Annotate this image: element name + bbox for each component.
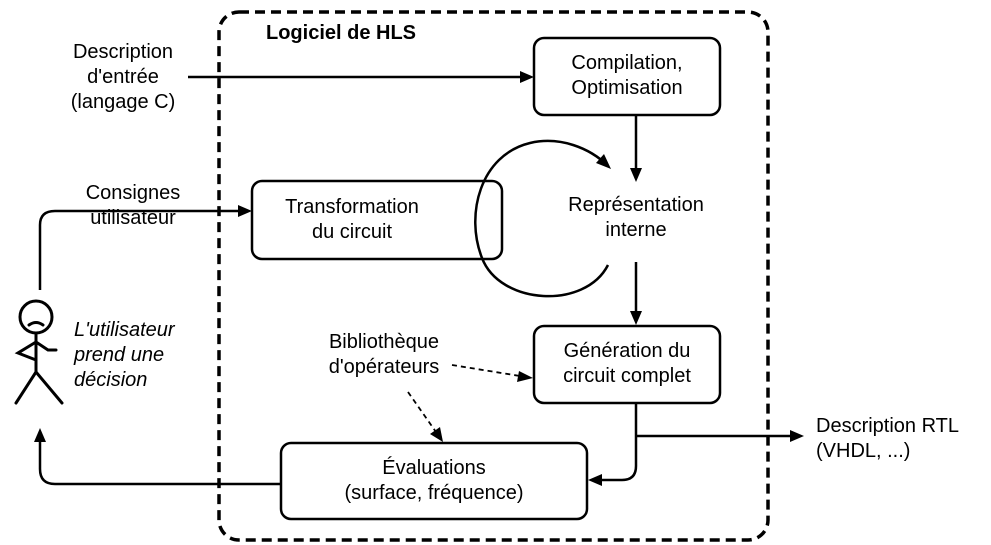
- transformation-box: [250, 179, 504, 261]
- representation-label: Représentation interne: [568, 194, 704, 241]
- output-rtl-label: Description RTL (VHDL, ...): [816, 415, 960, 462]
- loop-arrowhead: [596, 154, 611, 169]
- library-to-evaluations-arrowhead: [430, 427, 443, 442]
- consignes-label: Consignes utilisateur: [85, 182, 181, 229]
- evaluations-to-user-arrowhead: [34, 428, 46, 442]
- compilation-box: [532, 36, 722, 117]
- library-to-generation-arrow: [451, 364, 521, 377]
- evaluations-box: [279, 441, 589, 521]
- output-arrowhead: [790, 430, 804, 442]
- evaluations-label: Évaluations (surface, fréquence): [344, 457, 524, 504]
- bibliotheque-label: Bibliothèque d'opérateurs: [328, 331, 440, 378]
- user-to-transformation-arrow: [38, 209, 238, 290]
- generation-box: [532, 324, 722, 405]
- hls-software-title: Logiciel de HLS: [266, 22, 417, 44]
- compilation-label: Compilation, Optimisation: [571, 52, 683, 99]
- user-stick-figure-icon: [14, 299, 64, 405]
- user-to-transformation-arrowhead: [238, 205, 252, 217]
- evaluations-to-user-arrow: [38, 442, 281, 486]
- library-to-generation-arrowhead: [517, 371, 533, 382]
- representation-to-generation-arrowhead: [630, 311, 642, 325]
- generation-to-evaluations-arrow: [601, 403, 638, 482]
- hls-software-container: [217, 10, 770, 542]
- description-input-label: Description d'entrée (langage C): [70, 41, 176, 113]
- library-to-evaluations-arrow: [407, 391, 437, 433]
- generation-label: Génération du circuit complet: [563, 340, 691, 387]
- transformation-loop: [474, 139, 610, 298]
- description-arrowhead: [520, 71, 534, 83]
- generation-to-evaluations-arrowhead: [588, 474, 602, 486]
- transformation-label: Transformation du circuit: [285, 196, 419, 243]
- user-decision-label: L'utilisateur prend une décision: [74, 319, 175, 391]
- compilation-to-representation-arrowhead: [630, 168, 642, 182]
